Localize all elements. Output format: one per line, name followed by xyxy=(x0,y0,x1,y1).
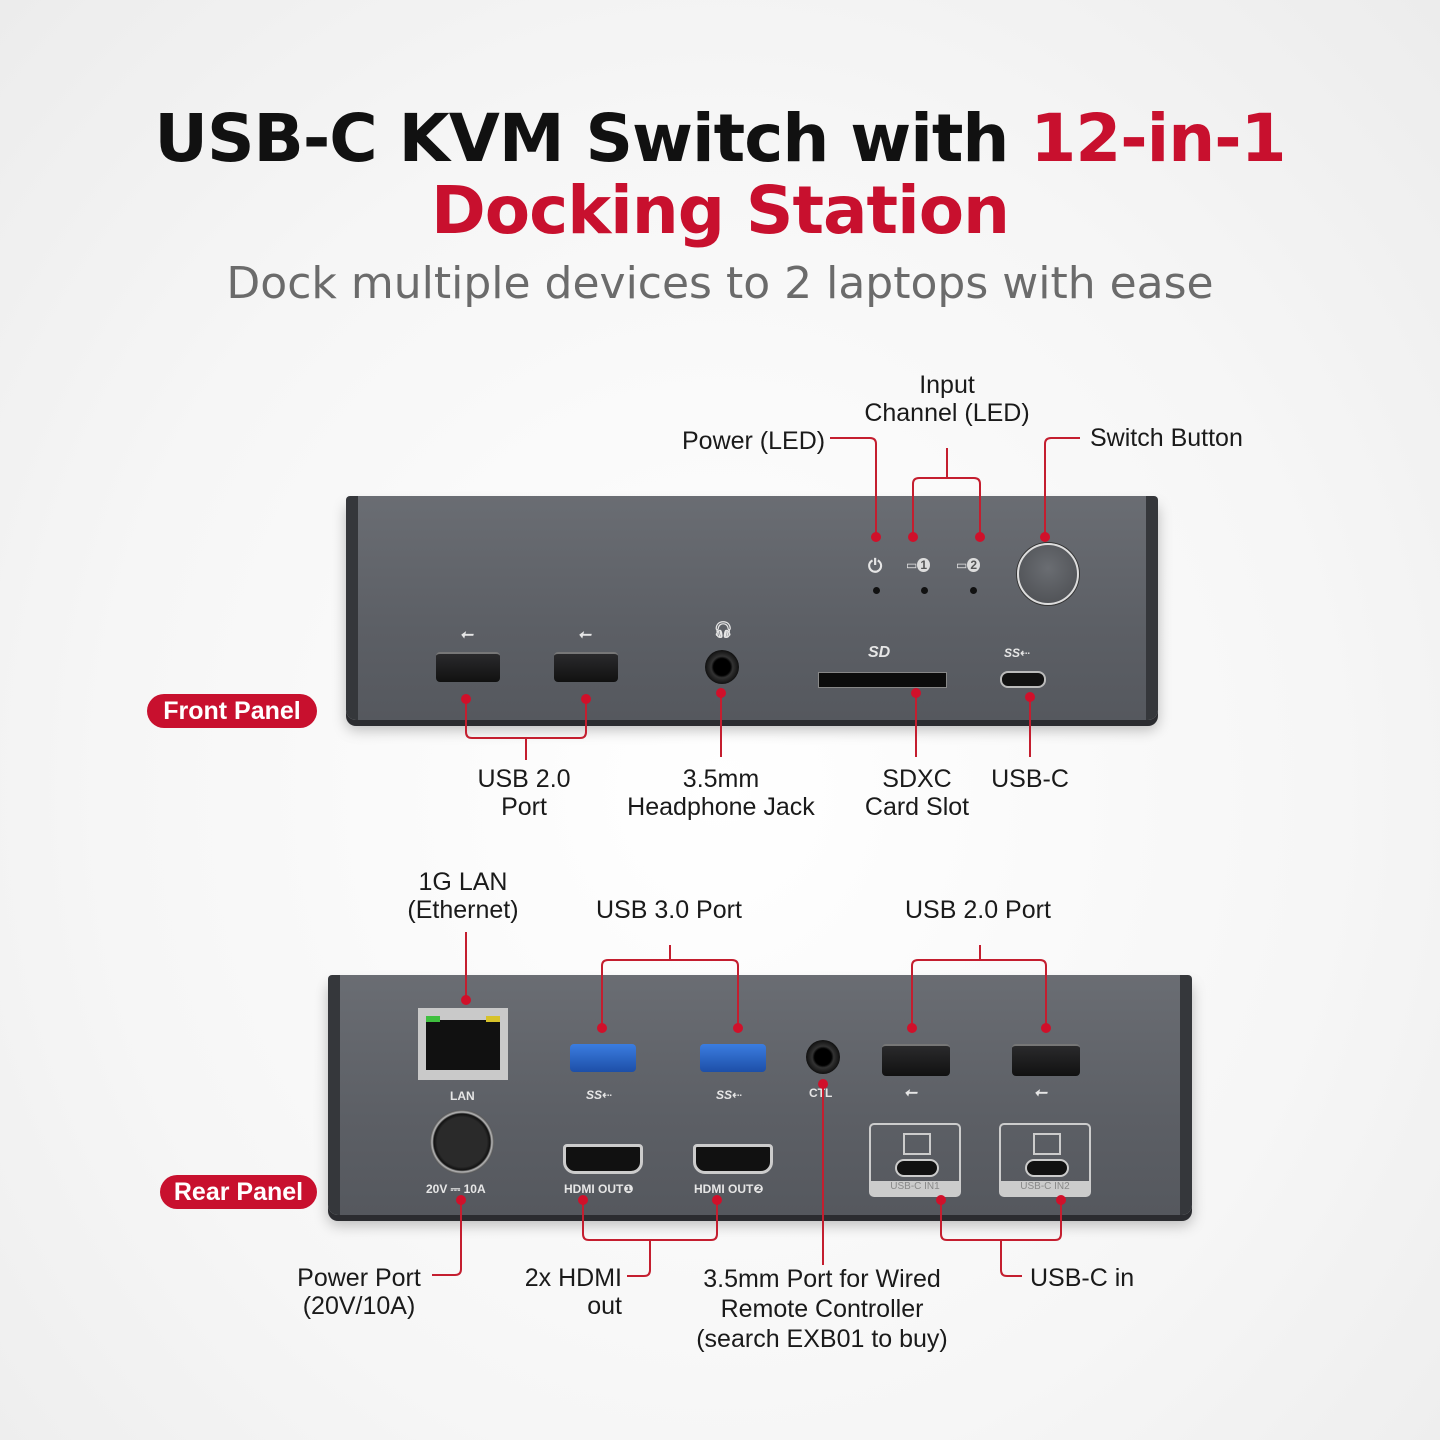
usb-icon: ⭠ xyxy=(578,626,591,643)
power-port xyxy=(430,1110,494,1174)
title-red: 12-in-1 xyxy=(1030,100,1286,177)
lan-port xyxy=(418,1008,508,1080)
hdmi-out-1-port xyxy=(563,1144,643,1174)
usbc-in-2-port xyxy=(1025,1159,1069,1177)
usbc-in-1-label: USB-C IN1 xyxy=(871,1181,959,1195)
usb-icon: ⭠ xyxy=(904,1084,917,1101)
headphone-jack xyxy=(705,650,739,684)
power-led-label: Power (LED) xyxy=(682,427,826,455)
title-black: USB-C KVM Switch with xyxy=(154,100,1031,177)
usb30-port-label: USB 3.0 Port xyxy=(596,896,742,924)
switch-button[interactable] xyxy=(1017,543,1079,605)
laptop-icon xyxy=(1033,1133,1061,1155)
ss-usb-icon: SS⇠ xyxy=(1004,646,1031,660)
ss-usb-icon: SS⇠ xyxy=(716,1088,743,1102)
laptop-2-icon: ▭2 xyxy=(956,558,981,572)
channel-2-led xyxy=(970,587,977,594)
usbc-in-1-port xyxy=(895,1159,939,1177)
lan-activity-led xyxy=(486,1016,500,1022)
title-line-2: Docking Station xyxy=(430,172,1010,249)
usb-icon: ⭠ xyxy=(460,626,473,643)
usbc-in-label: USB-C in xyxy=(1030,1264,1135,1292)
front-usb2-port-2 xyxy=(554,652,618,682)
ctl-label: CTL xyxy=(809,1086,833,1100)
laptop-icon xyxy=(903,1133,931,1155)
lan-label: 1G LAN(Ethernet) xyxy=(407,868,519,924)
front-usbc-port xyxy=(1000,671,1046,688)
hdmi-out-1-label: HDMI OUT❶ xyxy=(564,1182,634,1196)
usbc-in-2-box: USB-C IN2 xyxy=(999,1123,1091,1197)
hdmi-out-2-port xyxy=(693,1144,773,1174)
rear-usb2-port-1 xyxy=(882,1044,950,1076)
ss-usb-icon: SS⇠ xyxy=(586,1088,613,1102)
usbc-label: USB-C xyxy=(991,765,1069,793)
power-led xyxy=(873,587,880,594)
usb3-port-2 xyxy=(700,1044,766,1072)
laptop-1-icon: ▭1 xyxy=(906,558,931,572)
usbc-in-2-label: USB-C IN2 xyxy=(1001,1181,1089,1195)
hdmi-out-2-label: HDMI OUT❷ xyxy=(694,1182,764,1196)
power-rating-label: 20V ⎓ 10A xyxy=(426,1182,486,1196)
usb-icon: ⭠ xyxy=(1034,1084,1047,1101)
subtitle: Dock multiple devices to 2 laptops with … xyxy=(226,258,1214,309)
power-icon: ⏻ xyxy=(868,556,883,576)
sd-card-slot xyxy=(818,672,947,688)
switch-button-label: Switch Button xyxy=(1090,424,1243,452)
front-panel-badge: Front Panel xyxy=(147,694,317,728)
front-usb2-port-1 xyxy=(436,652,500,682)
usb20-port-label-rear: USB 2.0 Port xyxy=(905,896,1051,924)
sd-icon: SD xyxy=(868,644,891,661)
headphone-icon: 🎧︎ xyxy=(713,622,734,639)
usbc-in-1-box: USB-C IN1 xyxy=(869,1123,961,1197)
title-line-1: USB-C KVM Switch with 12-in-1 xyxy=(0,100,1440,177)
rear-panel-badge: Rear Panel xyxy=(160,1175,317,1209)
ctl-jack xyxy=(806,1040,840,1074)
usb3-port-1 xyxy=(570,1044,636,1072)
lan-link-led xyxy=(426,1016,440,1022)
power-port-label: Power Port(20V/10A) xyxy=(297,1264,421,1320)
rear-usb2-port-2 xyxy=(1012,1044,1080,1076)
lan-label: LAN xyxy=(450,1089,475,1103)
channel-1-led xyxy=(921,587,928,594)
